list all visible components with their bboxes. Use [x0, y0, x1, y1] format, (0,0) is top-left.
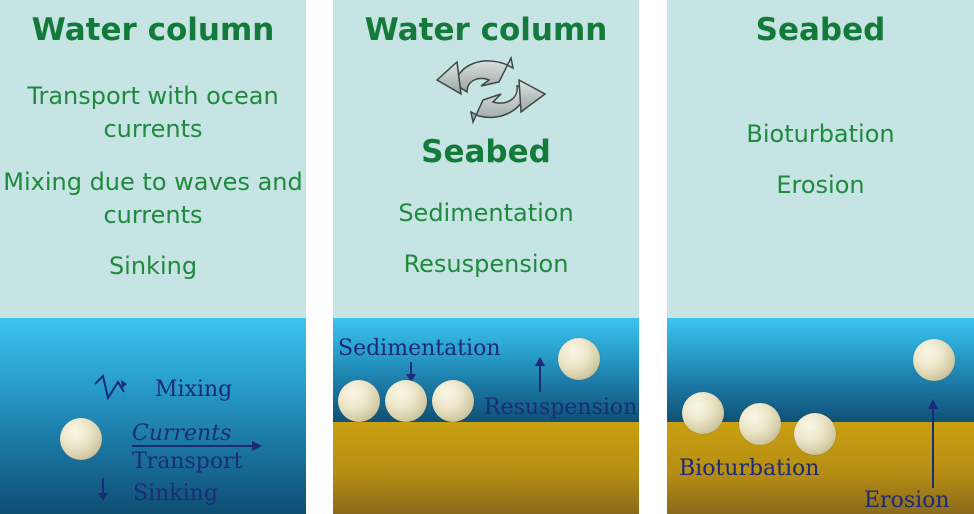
- water-area: [0, 318, 306, 514]
- particle: [432, 380, 474, 422]
- sedimentation-arrowhead: [406, 374, 416, 382]
- particle: [794, 413, 836, 455]
- erosion-arrowhead: [928, 399, 938, 409]
- particle: [338, 380, 380, 422]
- panel-water-column: Water column Transport with ocean curren…: [0, 0, 306, 514]
- arrows-layer: [94, 374, 262, 501]
- particle: [682, 392, 724, 434]
- particle: [385, 380, 427, 422]
- panel-top-area: [333, 0, 639, 318]
- panel-heading: Water column: [31, 12, 275, 48]
- mixing-arrowhead: [121, 380, 127, 388]
- panel-top-area: [667, 0, 974, 318]
- arrows-layer: [928, 399, 938, 488]
- arrows-layer: [406, 357, 545, 392]
- process-bioturbation: Bioturbation: [746, 120, 895, 148]
- label-erosion: Erosion: [864, 488, 950, 513]
- panel-heading-top: Water column: [364, 12, 608, 48]
- panel-seabed: Seabed Bioturbation Erosion Bioturbation…: [667, 0, 974, 514]
- particle: [558, 338, 600, 380]
- resuspension-arrowhead: [535, 357, 545, 366]
- transport-arrowhead: [252, 441, 262, 451]
- mixing-arrow: [94, 374, 125, 401]
- process-resuspension: Resuspension: [403, 250, 569, 278]
- label-sedimentation: Sedimentation: [338, 336, 501, 361]
- particle: [60, 418, 102, 460]
- label-sinking: Sinking: [133, 481, 218, 506]
- process-mixing: Mixing due to waves and currents: [3, 168, 303, 229]
- process-sinking: Sinking: [108, 252, 198, 280]
- label-currents: Currents: [132, 421, 232, 446]
- cycle-arrows-icon: [435, 55, 547, 125]
- seabed-area: [333, 422, 639, 514]
- process-transport: Transport with ocean currents: [27, 82, 279, 143]
- particle: [739, 403, 781, 445]
- panel-heading: Seabed: [755, 12, 886, 48]
- label-bioturbation: Bioturbation: [679, 456, 820, 481]
- process-erosion: Erosion: [776, 171, 865, 199]
- label-mixing: Mixing: [155, 377, 233, 402]
- panel-heading-bottom: Seabed: [421, 134, 551, 170]
- process-sedimentation: Sedimentation: [398, 199, 574, 227]
- label-resuspension: Resuspension: [484, 395, 638, 420]
- panel-water-seabed-exchange: Water column Seabed Sedimentation Resusp…: [333, 0, 639, 514]
- particle: [913, 339, 955, 381]
- label-transport: Transport: [132, 449, 243, 474]
- panel-top-area: [0, 0, 306, 318]
- sinking-arrowhead: [98, 493, 108, 501]
